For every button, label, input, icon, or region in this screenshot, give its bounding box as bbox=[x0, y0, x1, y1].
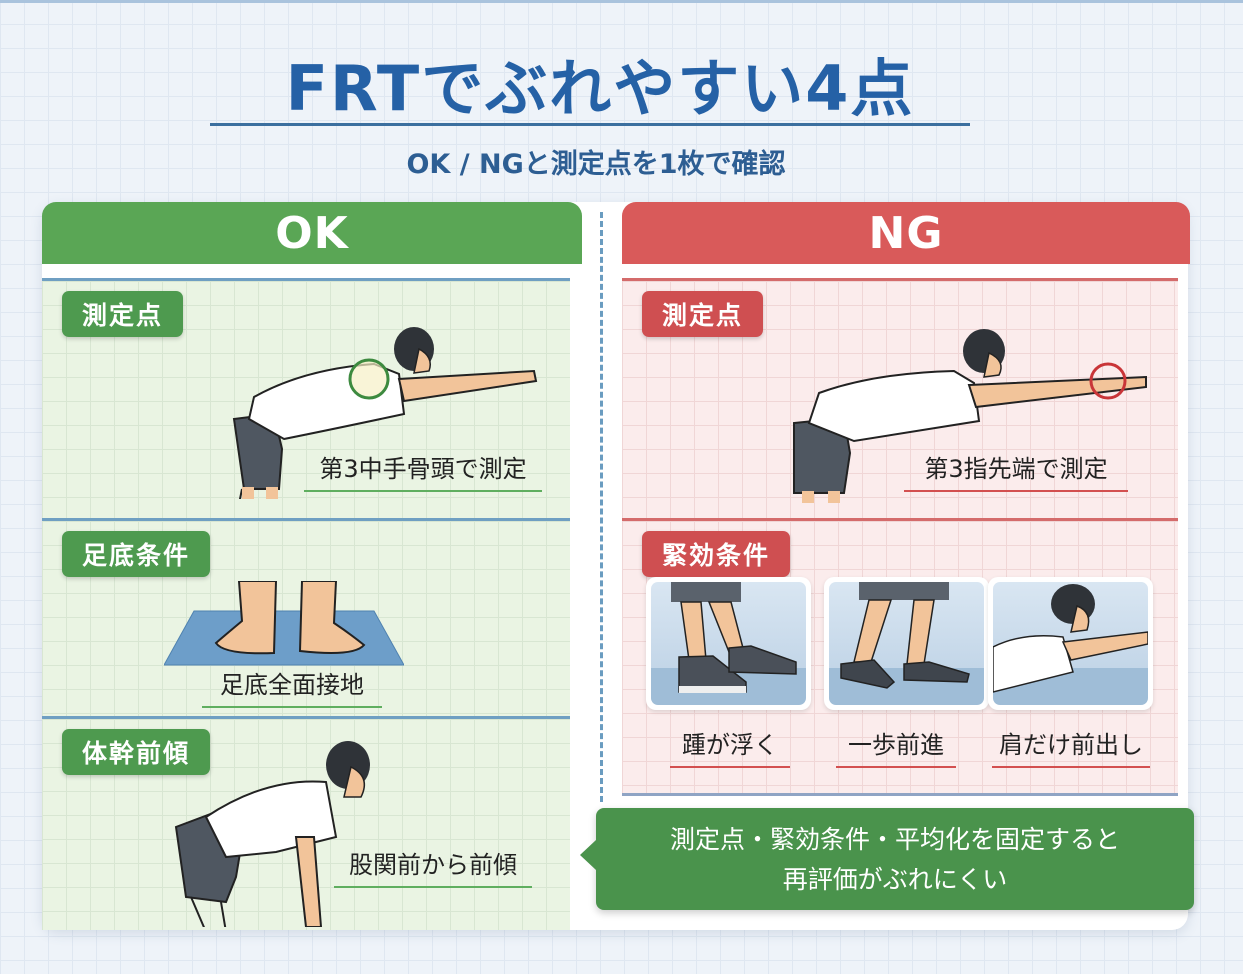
ng-caption-shoulder-reach: 肩だけ前出し bbox=[992, 725, 1150, 768]
ok-section-measure-point: 測定点 第3中手骨頭で測定 bbox=[42, 278, 570, 518]
section-tag: 緊効条件 bbox=[642, 531, 791, 577]
ok-measure-caption: 第3中手骨頭で測定 bbox=[304, 449, 542, 492]
panel-divider bbox=[600, 212, 603, 802]
section-tag: 測定点 bbox=[62, 291, 184, 337]
ok-trunk-caption: 股関前から前傾 bbox=[334, 845, 532, 888]
summary-callout: 測定点・緊効条件・平均化を固定すると 再評価がぶれにくい bbox=[580, 808, 1194, 910]
ng-section-measure-point: 測定点 第3指先端で測定 bbox=[622, 278, 1178, 518]
ok-foot-caption: 足底全面接地 bbox=[202, 665, 382, 708]
callout-line-2: 再評価がぶれにくい bbox=[782, 865, 1008, 894]
page-subtitle: OK / NGと測定点を1枚で確認 bbox=[406, 149, 786, 180]
shoes-illustration bbox=[840, 582, 970, 689]
ng-section-condition: 緊効条件 bbox=[622, 518, 1178, 796]
ng-measure-caption: 第3指先端で測定 bbox=[904, 449, 1128, 492]
section-tag: 測定点 bbox=[642, 291, 764, 337]
ok-panel: OK 測定点 第3中手骨頭で測定 足底条件 足底全面接地 体幹前傾 bbox=[42, 202, 582, 930]
sneakers-illustration bbox=[671, 582, 797, 693]
title-underline bbox=[210, 123, 970, 126]
section-tag: 体幹前傾 bbox=[62, 729, 211, 775]
top-border bbox=[0, 0, 1243, 3]
reaching-person-illustration bbox=[232, 327, 538, 499]
hip-hinge-illustration bbox=[174, 741, 370, 927]
ng-caption-heel-lift: 踵が浮く bbox=[670, 725, 790, 768]
thumbnail-heel-lift bbox=[646, 577, 811, 710]
page-title: FRTでぶれやすい4点 bbox=[285, 52, 915, 125]
section-tag: 足底条件 bbox=[62, 531, 211, 577]
shoulder-reach-illustration bbox=[993, 584, 1148, 693]
ok-section-foot-condition: 足底条件 足底全面接地 bbox=[42, 518, 570, 716]
thumbnail-shoulder-reach bbox=[988, 577, 1153, 710]
reaching-person-illustration bbox=[793, 329, 1147, 503]
callout-line-1: 測定点・緊効条件・平均化を固定すると bbox=[669, 825, 1120, 854]
ng-panel: NG 測定点 第3指先端で測定 緊効条件 bbox=[622, 202, 1190, 802]
ok-section-trunk-lean: 体幹前傾 股関前から前傾 bbox=[42, 716, 570, 930]
ng-heading: NG bbox=[622, 202, 1190, 264]
thumbnail-step-forward bbox=[824, 577, 989, 710]
ng-caption-step-forward: 一歩前進 bbox=[836, 725, 956, 768]
ok-heading: OK bbox=[42, 202, 582, 264]
feet-on-mat-illustration bbox=[164, 581, 404, 666]
